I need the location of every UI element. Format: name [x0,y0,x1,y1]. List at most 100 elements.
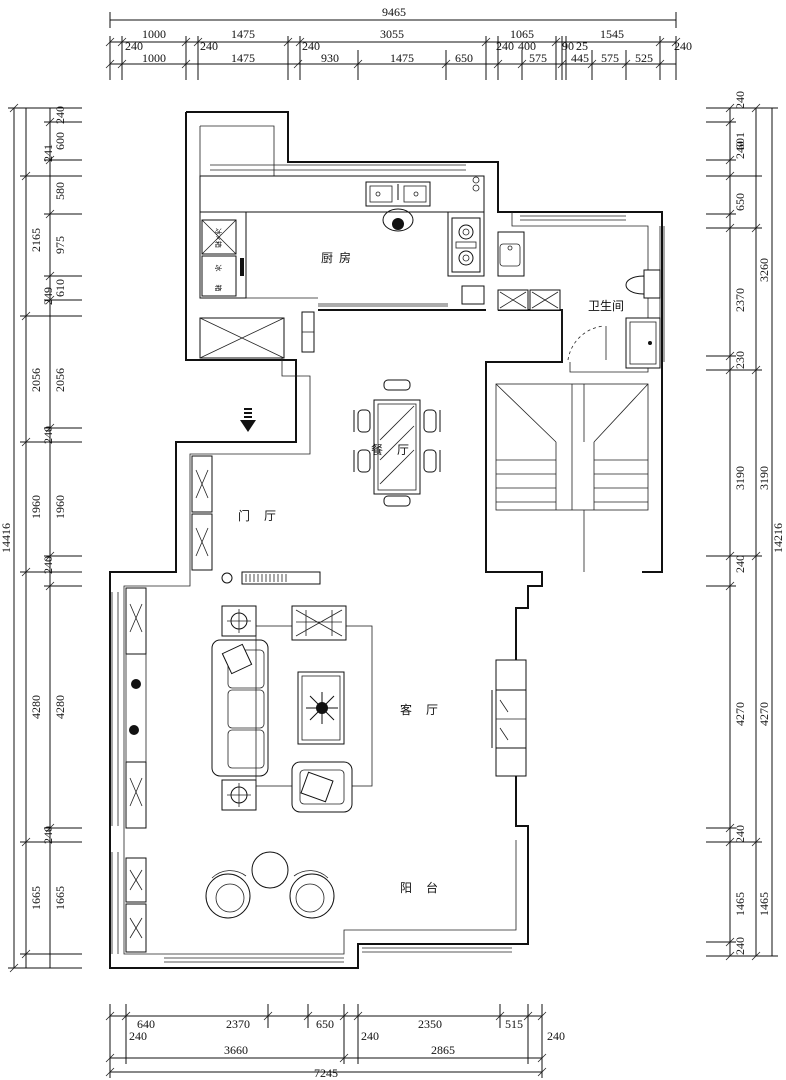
room-label-bathroom: 卫生间 [588,299,624,313]
left-dim-580: 580 [53,182,67,200]
top-dim-445: 445 [571,51,589,65]
top-dim-930: 930 [321,51,339,65]
left-dim-1665: 1665 [53,886,67,910]
left-dim-600: 600 [53,132,67,150]
balcony-cabinet [125,857,147,953]
top-dim-650: 650 [455,51,473,65]
left-dim-975: 975 [53,236,67,254]
fridge: 冰×箱 冰 箱 [201,219,244,297]
windows [111,164,665,963]
left-dim-240: 240 [41,556,55,574]
toilet-icon [625,269,661,299]
staircase [495,383,649,572]
top-dim-240: 240 [302,39,320,53]
person-icon [382,208,414,232]
room-label-living: 客厅 [400,702,452,717]
bottom-dim-3660: 3660 [224,1043,248,1057]
top-dim-400: 400 [518,39,536,53]
top-overall-dim: 9465 [382,5,406,19]
left-dim-249: 249 [41,287,55,305]
top-dim-1000: 1000 [142,51,166,65]
dining: 餐厅 [353,379,441,507]
entry-arrow-icon [240,408,256,432]
left-dim-241: 241 [41,144,55,162]
right-dim-601: 601 [733,132,747,150]
left-dim-4280: 4280 [29,695,43,719]
right-dim-3190: 3190 [757,466,771,490]
fridge-label: 箱 [214,285,223,292]
wash-basin [625,317,661,369]
top-dim-3055: 3055 [380,27,404,41]
sofa [211,639,269,777]
top-dim-525: 525 [635,51,653,65]
left-dimensions: 14416 2165 2056 1960 4280 1665 240 600 2… [0,103,82,973]
left-overall-dim: 14416 [0,523,13,553]
bottom-dim-240: 240 [129,1029,147,1043]
left-dim-240: 240 [41,826,55,844]
bathroom: 卫生间 [497,231,661,369]
right-dim-240: 240 [733,141,747,159]
bottom-dim-240: 240 [547,1029,565,1043]
stove [451,217,481,273]
top-dim-240: 240 [125,39,143,53]
right-dim-650: 650 [733,193,747,211]
top-dim-575: 575 [529,51,547,65]
round-table [251,851,289,889]
balcony-chair [205,870,251,919]
left-dim-610: 610 [53,279,67,297]
right-dim-240: 240 [733,825,747,843]
balcony-chair [289,870,335,919]
foyer: 门厅 [191,311,321,585]
room-label-balcony: 阳台 [400,880,452,895]
top-dim-240: 240 [200,39,218,53]
right-dim-3260: 3260 [757,258,771,282]
fridge-label: 冰 [214,265,223,272]
right-dim-240: 240 [733,555,747,573]
top-dim-240: 240 [496,39,514,53]
bottom-dim-650: 650 [316,1017,334,1031]
balcony: 阳台 [125,851,452,953]
right-overall-dim: 14216 [771,523,785,553]
top-dimensions: 9465 1000 1475 3 [105,5,692,80]
bottom-dim-515: 515 [505,1017,523,1031]
right-dim-3190: 3190 [733,466,747,490]
room-label-foyer: 门厅 [238,508,290,523]
right-dim-2370: 2370 [733,288,747,312]
top-dim-1475: 1475 [390,51,414,65]
left-dim-4280: 4280 [53,695,67,719]
living-room: 客厅 [125,587,527,829]
top-dim-575: 575 [601,51,619,65]
top-dim-1000: 1000 [142,27,166,41]
right-dim-240: 240 [733,937,747,955]
top-dim-90: 90 [562,39,574,53]
left-dim-1665: 1665 [29,886,43,910]
kitchen: 冰×箱 冰 箱 厨房 [199,175,485,305]
right-dim-1465: 1465 [757,892,771,916]
walls [109,111,665,969]
room-label-dining: 餐厅 [371,442,423,457]
right-dim-4270: 4270 [733,702,747,726]
bottom-dim-2865: 2865 [431,1043,455,1057]
right-dim-230: 230 [733,351,747,369]
left-dim-2056: 2056 [29,368,43,392]
left-dim-2056: 2056 [53,368,67,392]
kitchen-sink [365,181,431,207]
left-dim-1960: 1960 [29,495,43,519]
top-dim-25: 25 [576,39,588,53]
bottom-overall-dim: 7245 [314,1066,338,1080]
bottom-dimensions: 640 2370 650 2350 515 240 240 240 3660 2… [105,1004,565,1080]
dining-chairs [353,379,441,507]
lounge-chair [291,761,353,813]
right-dim-4270: 4270 [757,702,771,726]
top-dim-1065: 1065 [510,27,534,41]
top-dim-240: 240 [674,39,692,53]
right-dim-1465: 1465 [733,892,747,916]
fridge-label: 冰×箱 [214,228,223,248]
top-dim-1475: 1475 [231,51,255,65]
armchair [291,605,347,641]
wall-cabinets [125,587,147,829]
left-dim-240: 240 [53,106,67,124]
bottom-dim-2350: 2350 [418,1017,442,1031]
bottom-dim-640: 640 [137,1017,155,1031]
